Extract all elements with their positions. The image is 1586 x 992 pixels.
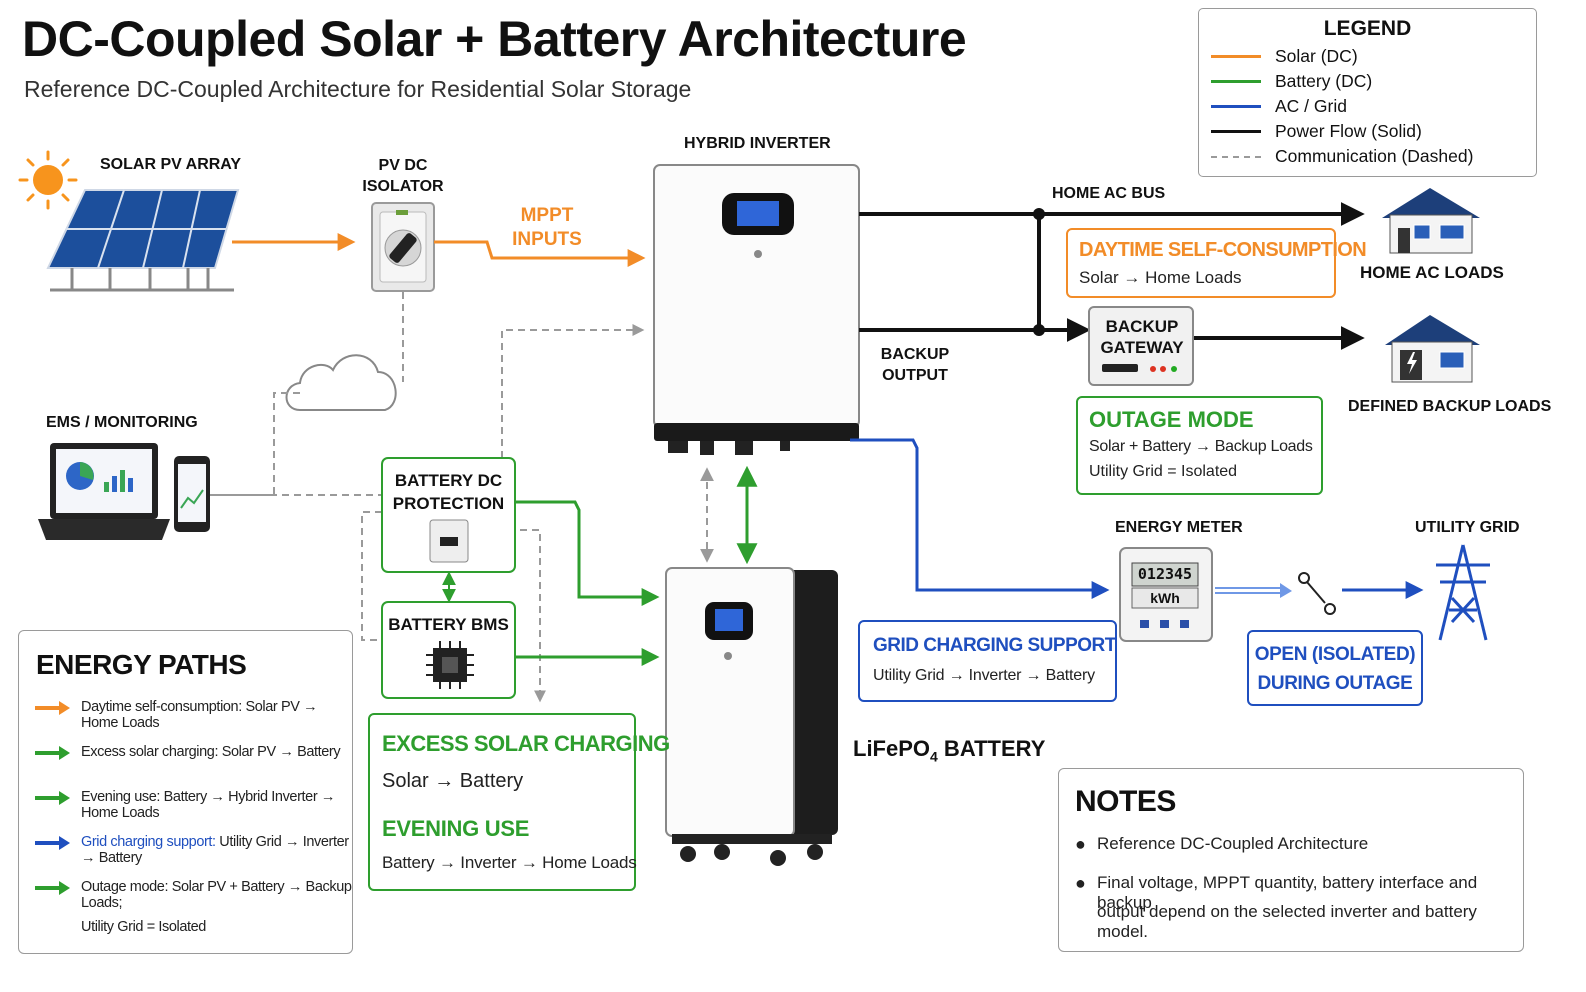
- sun-icon: [18, 150, 78, 210]
- lifepo4-battery-icon[interactable]: [665, 567, 838, 866]
- energy-path-item: Grid charging support: Utility Grid → In…: [33, 834, 352, 866]
- mppt-wire: [434, 240, 646, 267]
- excess-evening-callout: EXCESS SOLAR CHARGING Solar → Battery EV…: [368, 713, 670, 891]
- backup-gateway-icon: [1088, 306, 1194, 386]
- home-ac-bus-label: HOME AC BUS: [1052, 185, 1166, 202]
- utility-pylon-icon: [1436, 544, 1490, 641]
- energy-path-item: Excess solar charging: Solar PV → Batter…: [33, 744, 341, 762]
- notes-panel: NOTES ●Reference DC-Coupled Architecture…: [1058, 768, 1524, 952]
- home-ac-loads-label: HOME AC LOADS: [1360, 263, 1504, 282]
- pv-isolator-icon: [371, 202, 435, 292]
- open-switch-icon: [1298, 572, 1336, 615]
- solar-panel-icon: [46, 189, 240, 292]
- phone-icon: [174, 456, 210, 532]
- legend-item-communication: Communication (Dashed): [1211, 144, 1473, 169]
- energy-path-item: Daytime self-consumption: Solar PV → Hom…: [33, 699, 352, 731]
- legend-item-battery: Battery (DC): [1211, 69, 1372, 94]
- solar-array-label: SOLAR PV ARRAY: [100, 156, 242, 173]
- dc-protection-to-battery-wire: [515, 500, 660, 606]
- legend-item-ac-grid: AC / Grid: [1211, 94, 1347, 119]
- notes-item: ●Reference DC-Coupled Architecture: [1075, 834, 1369, 854]
- utility-grid-label: UTILITY GRID: [1415, 519, 1520, 536]
- backup-home-icon: [1385, 315, 1480, 383]
- outage-mode-callout: OUTAGE MODE Solar + Battery → Backup Loa…: [1076, 396, 1323, 495]
- chip-icon: [426, 641, 474, 689]
- legend-item-power-flow: Power Flow (Solid): [1211, 119, 1422, 144]
- energy-paths-panel: ENERGY PATHS Daytime self-consumption: S…: [18, 630, 353, 954]
- notes-title: NOTES: [1075, 785, 1176, 818]
- grid-ac-wire: [850, 438, 1110, 599]
- legend: LEGEND Solar (DC) Battery (DC) AC / Grid…: [1198, 8, 1537, 177]
- open-isolated-callout: OPEN (ISOLATED) DURING OUTAGE: [1247, 630, 1423, 706]
- energy-path-item: Evening use: Battery → Hybrid Inverter →…: [33, 789, 352, 821]
- grid-charging-callout: GRID CHARGING SUPPORT Utility Grid → Inv…: [858, 620, 1117, 702]
- legend-title: LEGEND: [1323, 17, 1412, 40]
- hybrid-inverter-icon[interactable]: [653, 164, 860, 455]
- energy-meter-icon: [1119, 547, 1213, 642]
- laptop-icon: [38, 443, 170, 540]
- cloud-icon: [285, 354, 397, 411]
- page-subtitle: Reference DC-Coupled Architecture for Re…: [24, 76, 692, 102]
- energy-path-item: Outage mode: Solar PV + Battery → Backup…: [33, 879, 352, 935]
- lifepo4-battery-label: LiFePO4 BATTERY: [853, 736, 1046, 765]
- energy-paths-title: ENERGY PATHS: [36, 649, 247, 680]
- notes-item: output depend on the selected inverter a…: [1097, 902, 1477, 941]
- ems-monitoring-label: EMS / MONITORING: [46, 414, 198, 431]
- energy-meter-label: ENERGY METER: [1115, 519, 1243, 536]
- legend-item-solar: Solar (DC): [1211, 44, 1358, 69]
- hybrid-inverter-label: HYBRID INVERTER: [684, 135, 831, 152]
- defined-backup-loads-label: DEFINED BACKUP LOADS: [1348, 398, 1552, 415]
- daytime-callout: DAYTIME SELF-CONSUMPTION Solar → Home Lo…: [1066, 228, 1367, 298]
- meter-to-switch-wire: [1215, 583, 1292, 598]
- page-title: DC-Coupled Solar + Battery Architecture: [22, 11, 967, 67]
- notes-item: ●Final voltage, MPPT quantity, battery i…: [1075, 873, 1478, 912]
- breaker-icon: [429, 519, 469, 563]
- meter-reading: 012345: [1137, 565, 1193, 583]
- home-icon: [1382, 188, 1480, 254]
- battery-bms-label: BATTERY BMS: [388, 615, 509, 634]
- meter-unit: kWh: [1150, 590, 1180, 606]
